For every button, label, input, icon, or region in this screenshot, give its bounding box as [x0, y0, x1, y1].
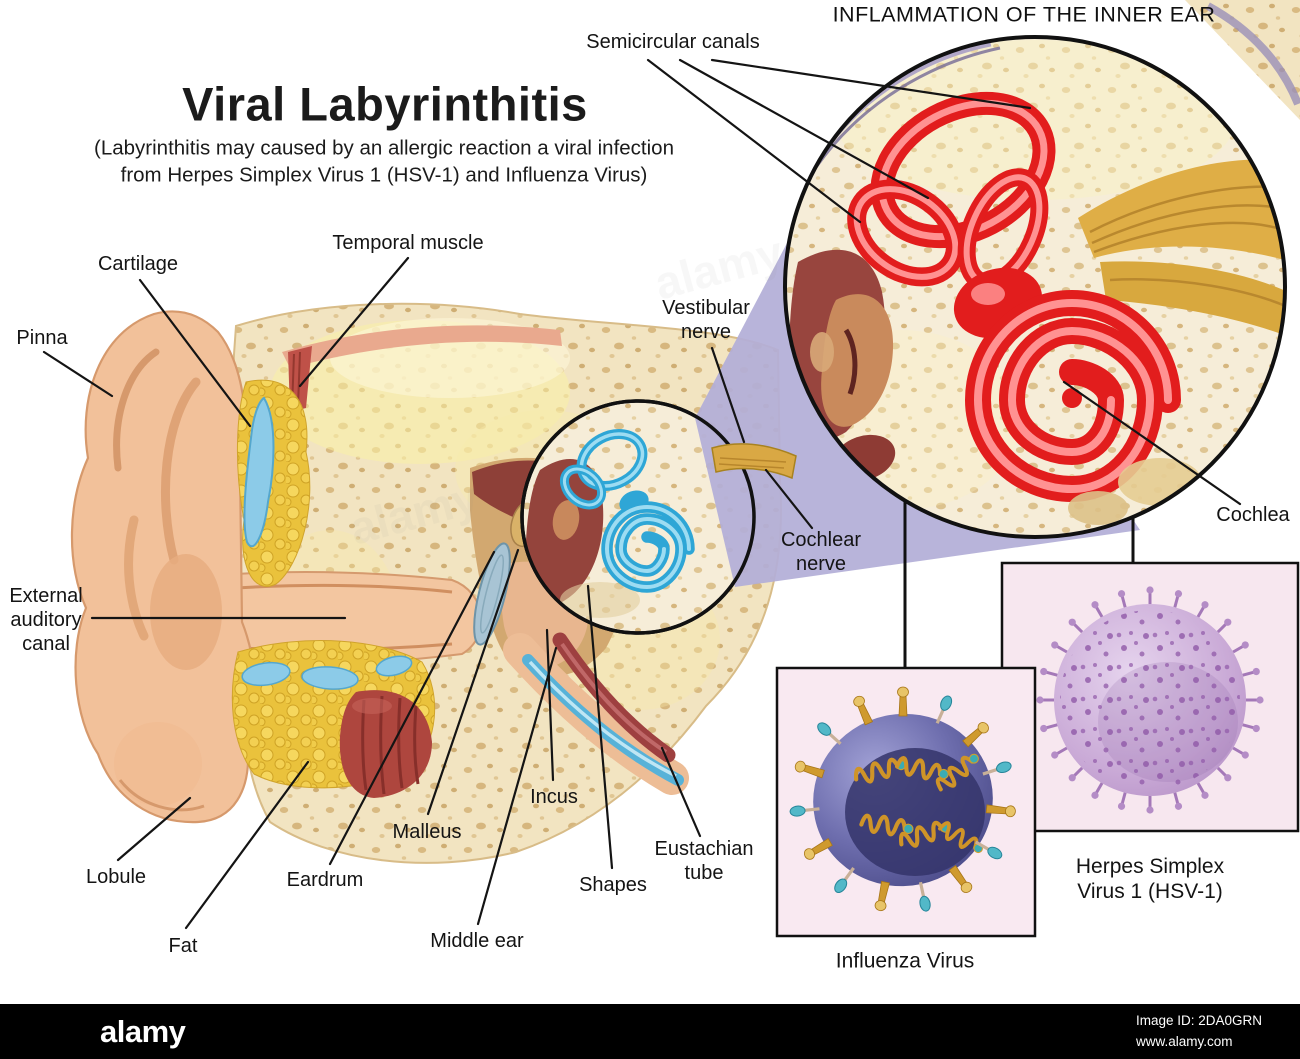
label-vestibular-nerve: Vestibular nerve — [662, 297, 750, 343]
label-eardrum: Eardrum — [286, 869, 364, 891]
label-temporal-muscle: Temporal muscle — [332, 232, 484, 254]
label-fat: Fat — [168, 935, 198, 957]
pointer-lobule — [116, 796, 192, 862]
pointer-pinna — [42, 350, 114, 398]
label-influenza-virus: Influenza Virus — [835, 949, 975, 973]
pointer-temporal-muscle — [298, 256, 410, 388]
pointer-vestibular-nerve — [710, 346, 746, 444]
watermark-bar: alamy Image ID: 2DA0GRN www.alamy.com — [0, 1004, 1300, 1059]
pointer-malleus — [426, 548, 520, 816]
pointer-semicircular-2 — [678, 58, 930, 200]
inflamed-inner-ear-inset — [783, 35, 1287, 539]
pointer-lines — [42, 58, 1242, 930]
pointer-fat — [184, 760, 310, 930]
nerve-bundle — [711, 443, 797, 480]
background-bone-corner — [1185, 0, 1300, 120]
pointer-cartilage — [138, 278, 252, 428]
diagram-title: Viral Labyrinthitis — [182, 77, 588, 131]
pointer-eardrum — [328, 550, 496, 866]
label-malleus: Malleus — [392, 821, 462, 843]
label-lobule: Lobule — [85, 866, 147, 888]
cochlear-nerve-fibers — [1078, 159, 1285, 338]
pointer-semicircular-3 — [710, 58, 1032, 110]
pointer-shapes — [586, 584, 614, 870]
inset-heading: INFLAMMATION OF THE INNER EAR — [832, 2, 1216, 27]
diagram-subtitle: (Labyrinthitis may caused by an allergic… — [94, 136, 674, 186]
lobule-shape — [114, 722, 202, 806]
label-cartilage: Cartilage — [97, 253, 179, 275]
cartilage-shape — [243, 396, 275, 548]
pointer-incus — [545, 628, 555, 782]
label-incus: Incus — [530, 786, 578, 808]
eustachian-tube-shape — [503, 632, 689, 795]
muscle-shape — [339, 690, 432, 798]
label-pinna: Pinna — [16, 327, 68, 349]
alamy-url: www.alamy.com — [1135, 1033, 1233, 1049]
herpes-virus-illustration — [1000, 561, 1300, 833]
pointer-cochlear-nerve — [764, 468, 814, 530]
label-shapes: Shapes — [579, 874, 647, 896]
pointer-middle-ear — [476, 646, 558, 926]
label-herpes-virus: Herpes Simplex Virus 1 (HSV-1) — [1075, 854, 1225, 903]
labyrinth-in-situ-circle — [520, 399, 756, 635]
illustration-svg: alamy alamy — [42, 0, 1300, 938]
eardrum-shape — [473, 542, 511, 646]
temporal-muscle-band — [282, 325, 562, 368]
label-cochlea: Cochlea — [1216, 504, 1290, 526]
influenza-virus-illustration — [775, 666, 1037, 938]
pointer-cochlea — [1062, 380, 1242, 506]
label-external-auditory-canal: External auditory canal — [9, 585, 83, 655]
pinna-shape — [70, 310, 257, 824]
label-semicircular-canals: Semicircular canals — [586, 31, 760, 53]
label-middle-ear: Middle ear — [430, 930, 524, 952]
inflamed-labyrinth-red — [847, 91, 1181, 503]
label-eustachian-tube: Eustachian tube — [654, 838, 754, 884]
alamy-logo: alamy — [100, 1013, 186, 1049]
watermark-meta: Image ID: 2DA0GRN www.alamy.com — [1136, 1011, 1280, 1053]
healthy-labyrinth-blue — [559, 429, 695, 593]
image-id: Image ID: 2DA0GRN — [1135, 1012, 1262, 1028]
label-cochlear-nerve: Cochlear nerve — [780, 529, 862, 575]
pointer-semicircular-1 — [646, 58, 862, 224]
pointer-eustachian-tube — [660, 746, 702, 838]
